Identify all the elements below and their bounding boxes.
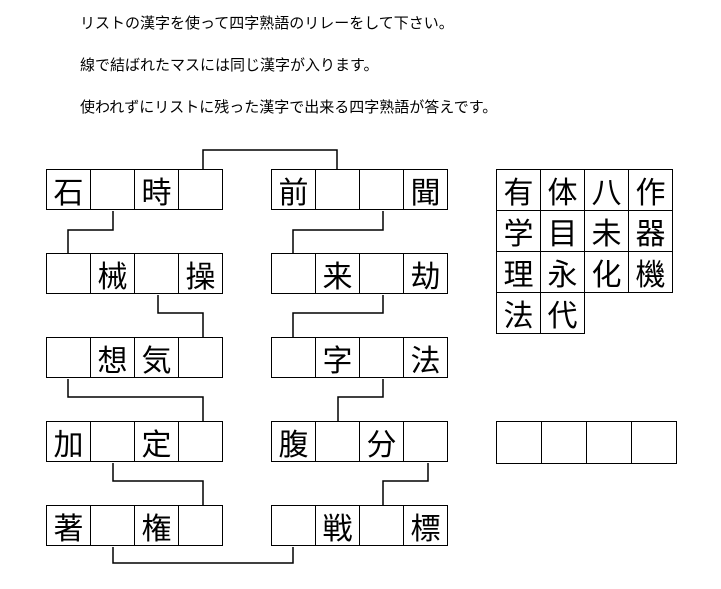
list-kanji: 法: [496, 292, 541, 334]
blank-cell[interactable]: [135, 254, 179, 294]
kanji-cell: 気: [135, 338, 179, 379]
kanji-list-row: 学 目 未 器: [496, 210, 673, 252]
blank-cell[interactable]: [360, 338, 404, 378]
kanji-cell: 前: [272, 170, 316, 211]
list-kanji: 代: [540, 292, 585, 334]
list-kanji: 機: [628, 251, 673, 293]
kanji-cell: 加: [47, 422, 91, 463]
kanji-cell: 戦: [316, 506, 360, 547]
kanji-cell: 聞: [404, 170, 448, 211]
kanji-list: 有 体 八 作 学 目 未 器 理 永 化 機 法 代: [496, 169, 673, 334]
connector-line: [112, 463, 204, 505]
kanji-cell: 法: [404, 338, 448, 379]
kanji-cell: 操: [179, 254, 223, 295]
blank-cell[interactable]: [179, 422, 223, 462]
kanji-cell: 腹: [272, 422, 316, 463]
blank-cell[interactable]: [47, 254, 91, 294]
blank-cell[interactable]: [179, 506, 223, 546]
right-word-row-3: 字 法: [271, 337, 448, 379]
connector-line: [157, 295, 204, 337]
left-word-row-1: 石 時: [46, 169, 223, 211]
list-kanji: 器: [628, 210, 673, 252]
connector-line: [292, 295, 384, 337]
blank-cell[interactable]: [47, 338, 91, 378]
instruction-3: 使われずにリストに残った漢字で出来る四字熟語が答えです。: [80, 98, 498, 116]
kanji-cell: 械: [91, 254, 135, 295]
kanji-list-row: 理 永 化 機: [496, 251, 673, 293]
blank-cell[interactable]: [272, 506, 316, 546]
right-word-row-1: 前 聞: [271, 169, 448, 211]
answer-cell[interactable]: [632, 422, 677, 464]
connector-line: [337, 379, 384, 421]
kanji-cell: 標: [404, 506, 448, 547]
left-word-row-2: 械 操: [46, 253, 223, 295]
instruction-1: リストの漢字を使って四字熟語のリレーをして下さい。: [80, 14, 454, 32]
blank-cell[interactable]: [360, 170, 404, 210]
answer-cell[interactable]: [542, 422, 587, 464]
blank-cell[interactable]: [91, 422, 135, 462]
kanji-list-row: 有 体 八 作: [496, 169, 673, 211]
right-word-row-5: 戦 標: [271, 505, 448, 547]
blank-cell[interactable]: [91, 170, 135, 210]
connector-line: [292, 211, 384, 253]
blank-cell[interactable]: [179, 338, 223, 378]
connector-line: [112, 547, 294, 564]
list-kanji: 体: [540, 169, 585, 211]
kanji-cell: 著: [47, 506, 91, 547]
blank-cell[interactable]: [316, 422, 360, 462]
kanji-cell: 石: [47, 170, 91, 211]
connector-line: [202, 149, 338, 170]
kanji-cell: 時: [135, 170, 179, 211]
blank-cell[interactable]: [179, 170, 223, 210]
blank-cell[interactable]: [272, 338, 316, 378]
list-kanji: 作: [628, 169, 673, 211]
kanji-list-row: 法 代: [496, 292, 672, 334]
answer-cell[interactable]: [497, 422, 542, 464]
answer-row: [496, 421, 677, 464]
list-kanji: 八: [584, 169, 629, 211]
list-kanji: 化: [584, 251, 629, 293]
blank-cell[interactable]: [360, 506, 404, 546]
answer-cell[interactable]: [587, 422, 632, 464]
left-word-row-5: 著 権: [46, 505, 223, 547]
list-kanji: 未: [584, 210, 629, 252]
list-kanji: 目: [540, 210, 585, 252]
list-kanji: 学: [496, 210, 541, 252]
connector-line: [382, 463, 429, 505]
blank-cell[interactable]: [91, 506, 135, 546]
blank-cell[interactable]: [404, 422, 448, 462]
left-word-row-3: 想 気: [46, 337, 223, 379]
kanji-cell: 想: [91, 338, 135, 379]
blank-cell[interactable]: [272, 254, 316, 294]
left-word-row-4: 加 定: [46, 421, 223, 463]
kanji-cell: 権: [135, 506, 179, 547]
right-word-row-4: 腹 分: [271, 421, 448, 463]
connector-line: [67, 211, 114, 253]
instruction-2: 線で結ばれたマスには同じ漢字が入ります。: [80, 56, 379, 74]
list-kanji: 永: [540, 251, 585, 293]
right-word-row-2: 来 劫: [271, 253, 448, 295]
blank-cell[interactable]: [316, 170, 360, 210]
list-kanji: 有: [496, 169, 541, 211]
blank-cell[interactable]: [360, 254, 404, 294]
list-kanji: 理: [496, 251, 541, 293]
kanji-cell: 劫: [404, 254, 448, 295]
kanji-cell: 字: [316, 338, 360, 379]
connector-line: [67, 379, 204, 421]
kanji-cell: 来: [316, 254, 360, 295]
kanji-cell: 定: [135, 422, 179, 463]
kanji-cell: 分: [360, 422, 404, 463]
